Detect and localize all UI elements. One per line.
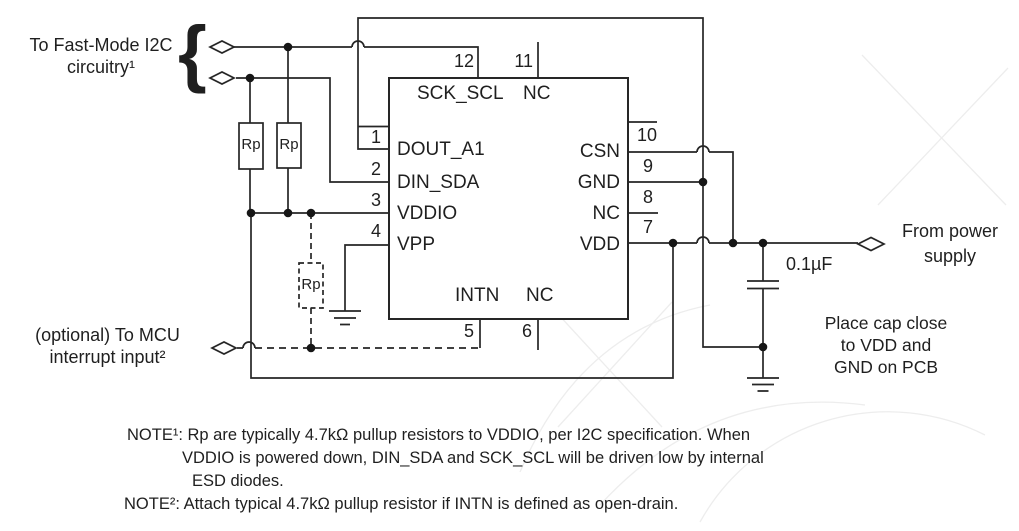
ic-body [388, 77, 629, 320]
footnote-1-line3: ESD diodes. [192, 472, 284, 490]
pin-name-gnd: GND [577, 172, 620, 193]
junction-dot [728, 238, 738, 248]
resistor-rp2-label: Rp [279, 136, 299, 153]
pin-number-5: 5 [463, 321, 474, 341]
junction-dot [758, 238, 768, 248]
junction-dot [698, 177, 708, 187]
hop-intn [242, 341, 256, 349]
footnote-2: NOTE²: Attach typical 4.7kΩ pullup resis… [124, 495, 679, 513]
pin-number-1: 1 [370, 127, 381, 147]
i2c-label-line1: To Fast-Mode I2C [29, 35, 173, 55]
wire-scl-net [234, 40, 479, 78]
capacitor-value: 0.1µF [786, 254, 833, 274]
power-label-line2: supply [923, 246, 977, 266]
pin-number-9: 9 [643, 156, 654, 176]
cap-note-line3: GND on PCB [833, 357, 939, 377]
mcu-label-line1: (optional) To MCU [35, 325, 180, 345]
junction-dot [245, 73, 255, 83]
watermark [519, 54, 1009, 523]
resistor-rp2-body [276, 122, 302, 169]
pin-name-vddio: VDDIO [397, 203, 458, 224]
pin-number-7: 7 [643, 217, 654, 237]
capacitor-plates [747, 280, 779, 290]
pin-number-3: 3 [370, 190, 381, 210]
ground-symbol-vpp [329, 310, 361, 326]
diamond-power-connector [856, 236, 886, 252]
footnote-1-line2: VDDIO is powered down, DIN_SDA and SCK_S… [182, 449, 764, 467]
junction-dot [306, 208, 316, 218]
pin-name-din-sda: DIN_SDA [397, 172, 480, 193]
pin-number-12: 12 [453, 51, 474, 71]
cap-note-line1: Place cap close [824, 313, 948, 333]
wire-csn-net [628, 145, 734, 243]
ground-symbol-cap [747, 377, 779, 392]
pin-name-intn: INTN [455, 285, 500, 306]
pin-number-11: 11 [514, 51, 533, 71]
resistor-rp3-label: Rp [301, 276, 321, 293]
mcu-label-line2: interrupt input² [49, 347, 166, 367]
wire-vdd-net [628, 236, 858, 244]
resistor-rp1-label: Rp [241, 136, 261, 153]
diamond-sda-connector [208, 71, 236, 85]
wire-sda-net [236, 77, 389, 183]
resistor-rp3-body [298, 262, 324, 309]
resistor-rp1-body [238, 122, 264, 170]
pin-name-vpp: VPP [397, 234, 436, 255]
diamond-scl-connector [208, 40, 236, 54]
junction-dot [306, 343, 316, 353]
pin-name-dout-a1: DOUT_A1 [397, 139, 485, 160]
pin-name-nc-top: NC [523, 83, 551, 104]
junction-dot [758, 342, 768, 352]
pin-number-8: 8 [643, 187, 654, 207]
junction-dot [283, 208, 293, 218]
pin-number-10: 10 [637, 125, 658, 145]
pin-name-vdd: VDD [579, 234, 620, 255]
pin-number-6: 6 [521, 321, 532, 341]
pin-name-nc-right: NC [592, 203, 620, 224]
pin-name-csn: CSN [579, 141, 620, 162]
wire-vpp-net [344, 244, 389, 311]
junction-dots [245, 42, 768, 353]
diamond-intn-connector [210, 341, 238, 355]
junction-dot [668, 238, 678, 248]
junction-dot [283, 42, 293, 52]
pin-name-sck-scl: SCK_SCL [417, 83, 504, 104]
i2c-label-line2: circuitry¹ [67, 57, 135, 77]
footnote-1-line1: NOTE¹: Rp are typically 4.7kΩ pullup res… [127, 426, 751, 444]
cap-note-line2: to VDD and [840, 335, 932, 355]
pin-number-4: 4 [370, 221, 381, 241]
wire-vddio-net [250, 212, 674, 379]
pin-number-2: 2 [370, 159, 381, 179]
brace-glyph: { [178, 11, 207, 94]
junction-dot [246, 208, 256, 218]
wire-a1-gnd-net [357, 17, 763, 348]
pin-name-nc-bottom: NC [526, 285, 554, 306]
power-label-line1: From power [901, 221, 999, 241]
